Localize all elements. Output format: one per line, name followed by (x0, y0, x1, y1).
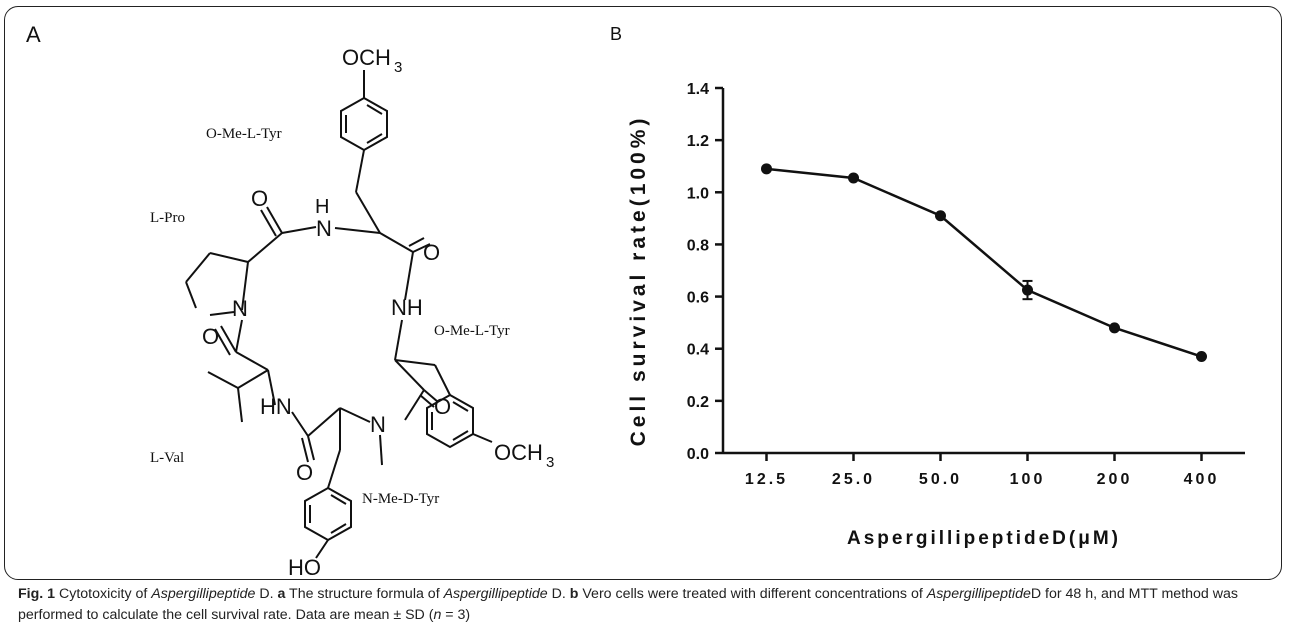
y-tick-label: 1.4 (687, 81, 709, 98)
x-tick-label: 50.0 (919, 471, 962, 488)
x-tick-label: 400 (1184, 471, 1220, 488)
y-tick-label: 1.0 (687, 185, 709, 202)
label-o-me-l-tyr-top: O-Me-L-Tyr (206, 126, 282, 142)
panel-b-letter: B (610, 24, 623, 44)
caption-text-4: D. (547, 586, 570, 602)
caption-a-label: a (277, 586, 286, 602)
atom-o-5: O (296, 460, 313, 485)
caption-compound-name-1: Aspergillipeptide (151, 586, 256, 602)
x-tick-label: 12.5 (745, 471, 788, 488)
atom-n-me: N (370, 412, 386, 437)
caption-text-3: The structure formula of (285, 586, 444, 602)
y-tick-label: 0.4 (687, 342, 709, 359)
y-axis-label: Cell survival rate(100%) (627, 115, 650, 447)
data-point (935, 210, 946, 222)
y-tick-label: 0.2 (687, 394, 709, 411)
label-o-me-l-tyr-right: O-Me-L-Tyr (434, 323, 510, 339)
caption-text-5: Vero cells were treated with different c… (578, 586, 927, 602)
label-n-me-d-tyr: N-Me-D-Tyr (362, 491, 439, 507)
caption-text-6: D for 48 h, and MTT method was performed… (18, 586, 1238, 623)
y-tick-label: 0.6 (687, 290, 709, 307)
caption-text-2: D. (255, 586, 278, 602)
atom-h-1: H (315, 196, 329, 218)
caption-b-label: b (569, 586, 579, 602)
atom-o-2: O (423, 240, 440, 265)
series-line (766, 167, 1202, 358)
valine-sidechain (207, 369, 269, 423)
data-point (1022, 284, 1033, 296)
macrocycle (214, 206, 439, 466)
o-me-l-tyr-right (394, 359, 493, 449)
x-tick-label: 25.0 (832, 471, 875, 488)
x-axis-label: AspergillipeptideD(μM) (847, 528, 1121, 549)
caption-compound-name-3: Aspergillipeptide (926, 586, 1031, 602)
benzene-ring-top (340, 96, 388, 152)
atom-o-1: O (251, 186, 268, 211)
figure-frame (4, 6, 1282, 580)
atom-o-3: O (202, 324, 219, 349)
caption-text-7: = 3) (441, 607, 471, 623)
data-point (848, 172, 859, 184)
label-l-val: L-Val (150, 450, 184, 466)
figure-caption: Fig. 1 Cytotoxicity of Aspergillipeptide… (18, 584, 1268, 626)
caption-fig-label: Fig. 1 (18, 586, 56, 602)
atom-n-pro: N (232, 296, 248, 321)
atom-nh-1: NH (391, 295, 423, 320)
y-tick-label: 0.8 (687, 237, 709, 254)
y-tick-label: 0.0 (687, 446, 709, 463)
bond-ch2-top (355, 149, 365, 193)
y-tick-label: 1.2 (687, 133, 709, 150)
structure-formula: OCH 3 O H N O NH N O N O HN O OCH 3 HO O… (150, 45, 554, 580)
atom-och3-top: OCH (342, 45, 391, 70)
x-tick-label: 100 (1010, 471, 1046, 488)
atom-o-4: O (434, 394, 451, 419)
panel-a-letter: A (26, 22, 41, 47)
atom-ho: HO (288, 555, 321, 580)
atom-och3-right: OCH (494, 440, 543, 465)
data-point (1196, 351, 1207, 363)
atom-och3-top-sub: 3 (394, 59, 402, 76)
survival-chart: 0.0 0.2 0.4 0.6 0.8 1.0 1.2 1.4 12.5 25.0 50.0 100 2… (627, 81, 1245, 549)
data-point (761, 163, 772, 175)
caption-text-1: Cytotoxicity of (55, 586, 152, 602)
caption-n: n (433, 607, 442, 623)
atom-n-1: N (316, 216, 332, 241)
n-me-d-tyr-sidechain (304, 408, 352, 559)
bond-ca-top (355, 191, 381, 234)
proline-ring (185, 252, 249, 316)
atom-och3-right-sub: 3 (546, 454, 554, 471)
caption-compound-name-2: Aspergillipeptide (443, 586, 548, 602)
atom-hn-1: HN (260, 394, 292, 419)
data-point (1109, 322, 1120, 334)
label-l-pro: L-Pro (150, 210, 185, 226)
x-tick-label: 200 (1097, 471, 1133, 488)
